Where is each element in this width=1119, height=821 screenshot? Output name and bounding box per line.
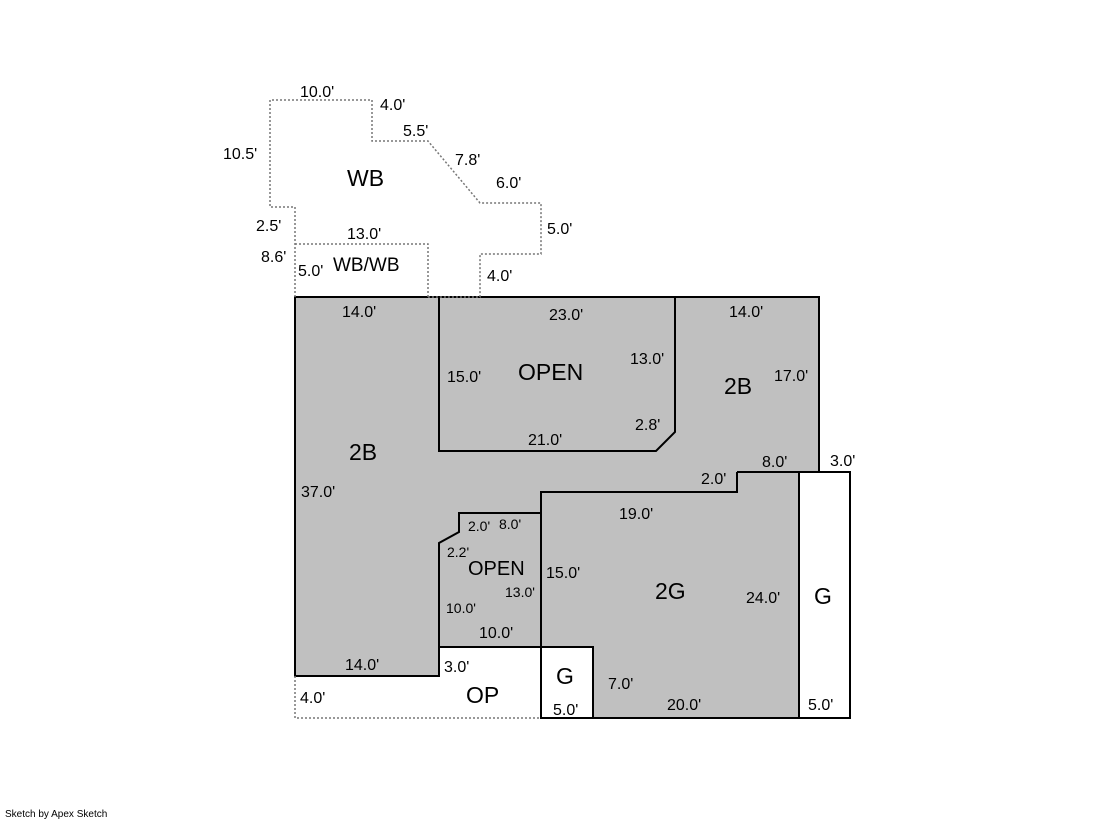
dimension-label: 4.0' — [300, 690, 325, 707]
garage-g-small-outline — [540, 646, 594, 719]
wbwb-outline — [295, 243, 429, 297]
dimension-label: 8.0' — [762, 454, 787, 471]
room-label: OPEN — [518, 359, 583, 385]
dimension-label: 3.0' — [444, 659, 469, 676]
dimension-label: 7.0' — [608, 676, 633, 693]
open-top-outline — [438, 296, 676, 452]
dimension-label: 7.8' — [455, 152, 480, 169]
room-label: 2G — [655, 578, 686, 604]
dimension-label: 5.0' — [298, 263, 323, 280]
garage-2g-outline — [540, 472, 738, 647]
dimension-label: 2.0' — [468, 518, 490, 534]
dimension-label: 15.0' — [447, 369, 481, 386]
wb-outline — [269, 99, 542, 298]
room-label: OP — [466, 682, 499, 708]
room-label: OPEN — [468, 558, 525, 580]
dimension-label: 23.0' — [549, 307, 583, 324]
dimension-label: 13.0' — [505, 584, 535, 600]
dimension-label: 4.0' — [380, 97, 405, 114]
dimension-label: 14.0' — [729, 304, 763, 321]
dimension-label: 37.0' — [301, 484, 335, 501]
dimension-label: 8.0' — [499, 516, 521, 532]
dimension-label: 5.0' — [547, 221, 572, 238]
dimension-label: 10.5' — [223, 146, 257, 163]
dimension-label: 24.0' — [746, 590, 780, 607]
dimension-label: 17.0' — [774, 368, 808, 385]
porch-op-outline — [294, 676, 541, 719]
room-label: WB/WB — [333, 255, 400, 276]
dimension-label: 5.0' — [553, 702, 578, 719]
dimension-label: 14.0' — [345, 657, 379, 674]
open-small-outline — [438, 512, 541, 676]
dimension-label: 20.0' — [667, 697, 701, 714]
garage-g-right-outline — [798, 471, 851, 719]
dimension-label: 4.0' — [487, 268, 512, 285]
dimension-label: 15.0' — [546, 565, 580, 582]
dimension-label: 8.6' — [261, 249, 286, 266]
dimension-label: 3.0' — [830, 453, 855, 470]
dimension-label: 2.8' — [635, 417, 660, 434]
dimension-label: 14.0' — [342, 304, 376, 321]
dimension-label: 2.5' — [256, 218, 281, 235]
dimension-label: 13.0' — [630, 351, 664, 368]
dimension-label: 10.0' — [446, 600, 476, 616]
footer-credit: Sketch by Apex Sketch — [5, 809, 108, 820]
room-label: 2B — [724, 373, 752, 399]
dimension-label: 6.0' — [496, 175, 521, 192]
dimension-label: 5.0' — [808, 697, 833, 714]
room-label: 2B — [349, 439, 377, 465]
room-label: WB — [347, 165, 384, 191]
dimension-label: 2.0' — [701, 471, 726, 488]
dimension-label: 2.2' — [447, 544, 469, 560]
dimension-label: 19.0' — [619, 506, 653, 523]
dimension-label: 10.0' — [479, 625, 513, 642]
dimension-label: 10.0' — [300, 84, 334, 101]
room-label: G — [556, 663, 574, 689]
dimension-label: 13.0' — [347, 226, 381, 243]
dimension-label: 5.5' — [403, 123, 428, 140]
dimension-label: 21.0' — [528, 432, 562, 449]
room-label: G — [814, 583, 832, 609]
